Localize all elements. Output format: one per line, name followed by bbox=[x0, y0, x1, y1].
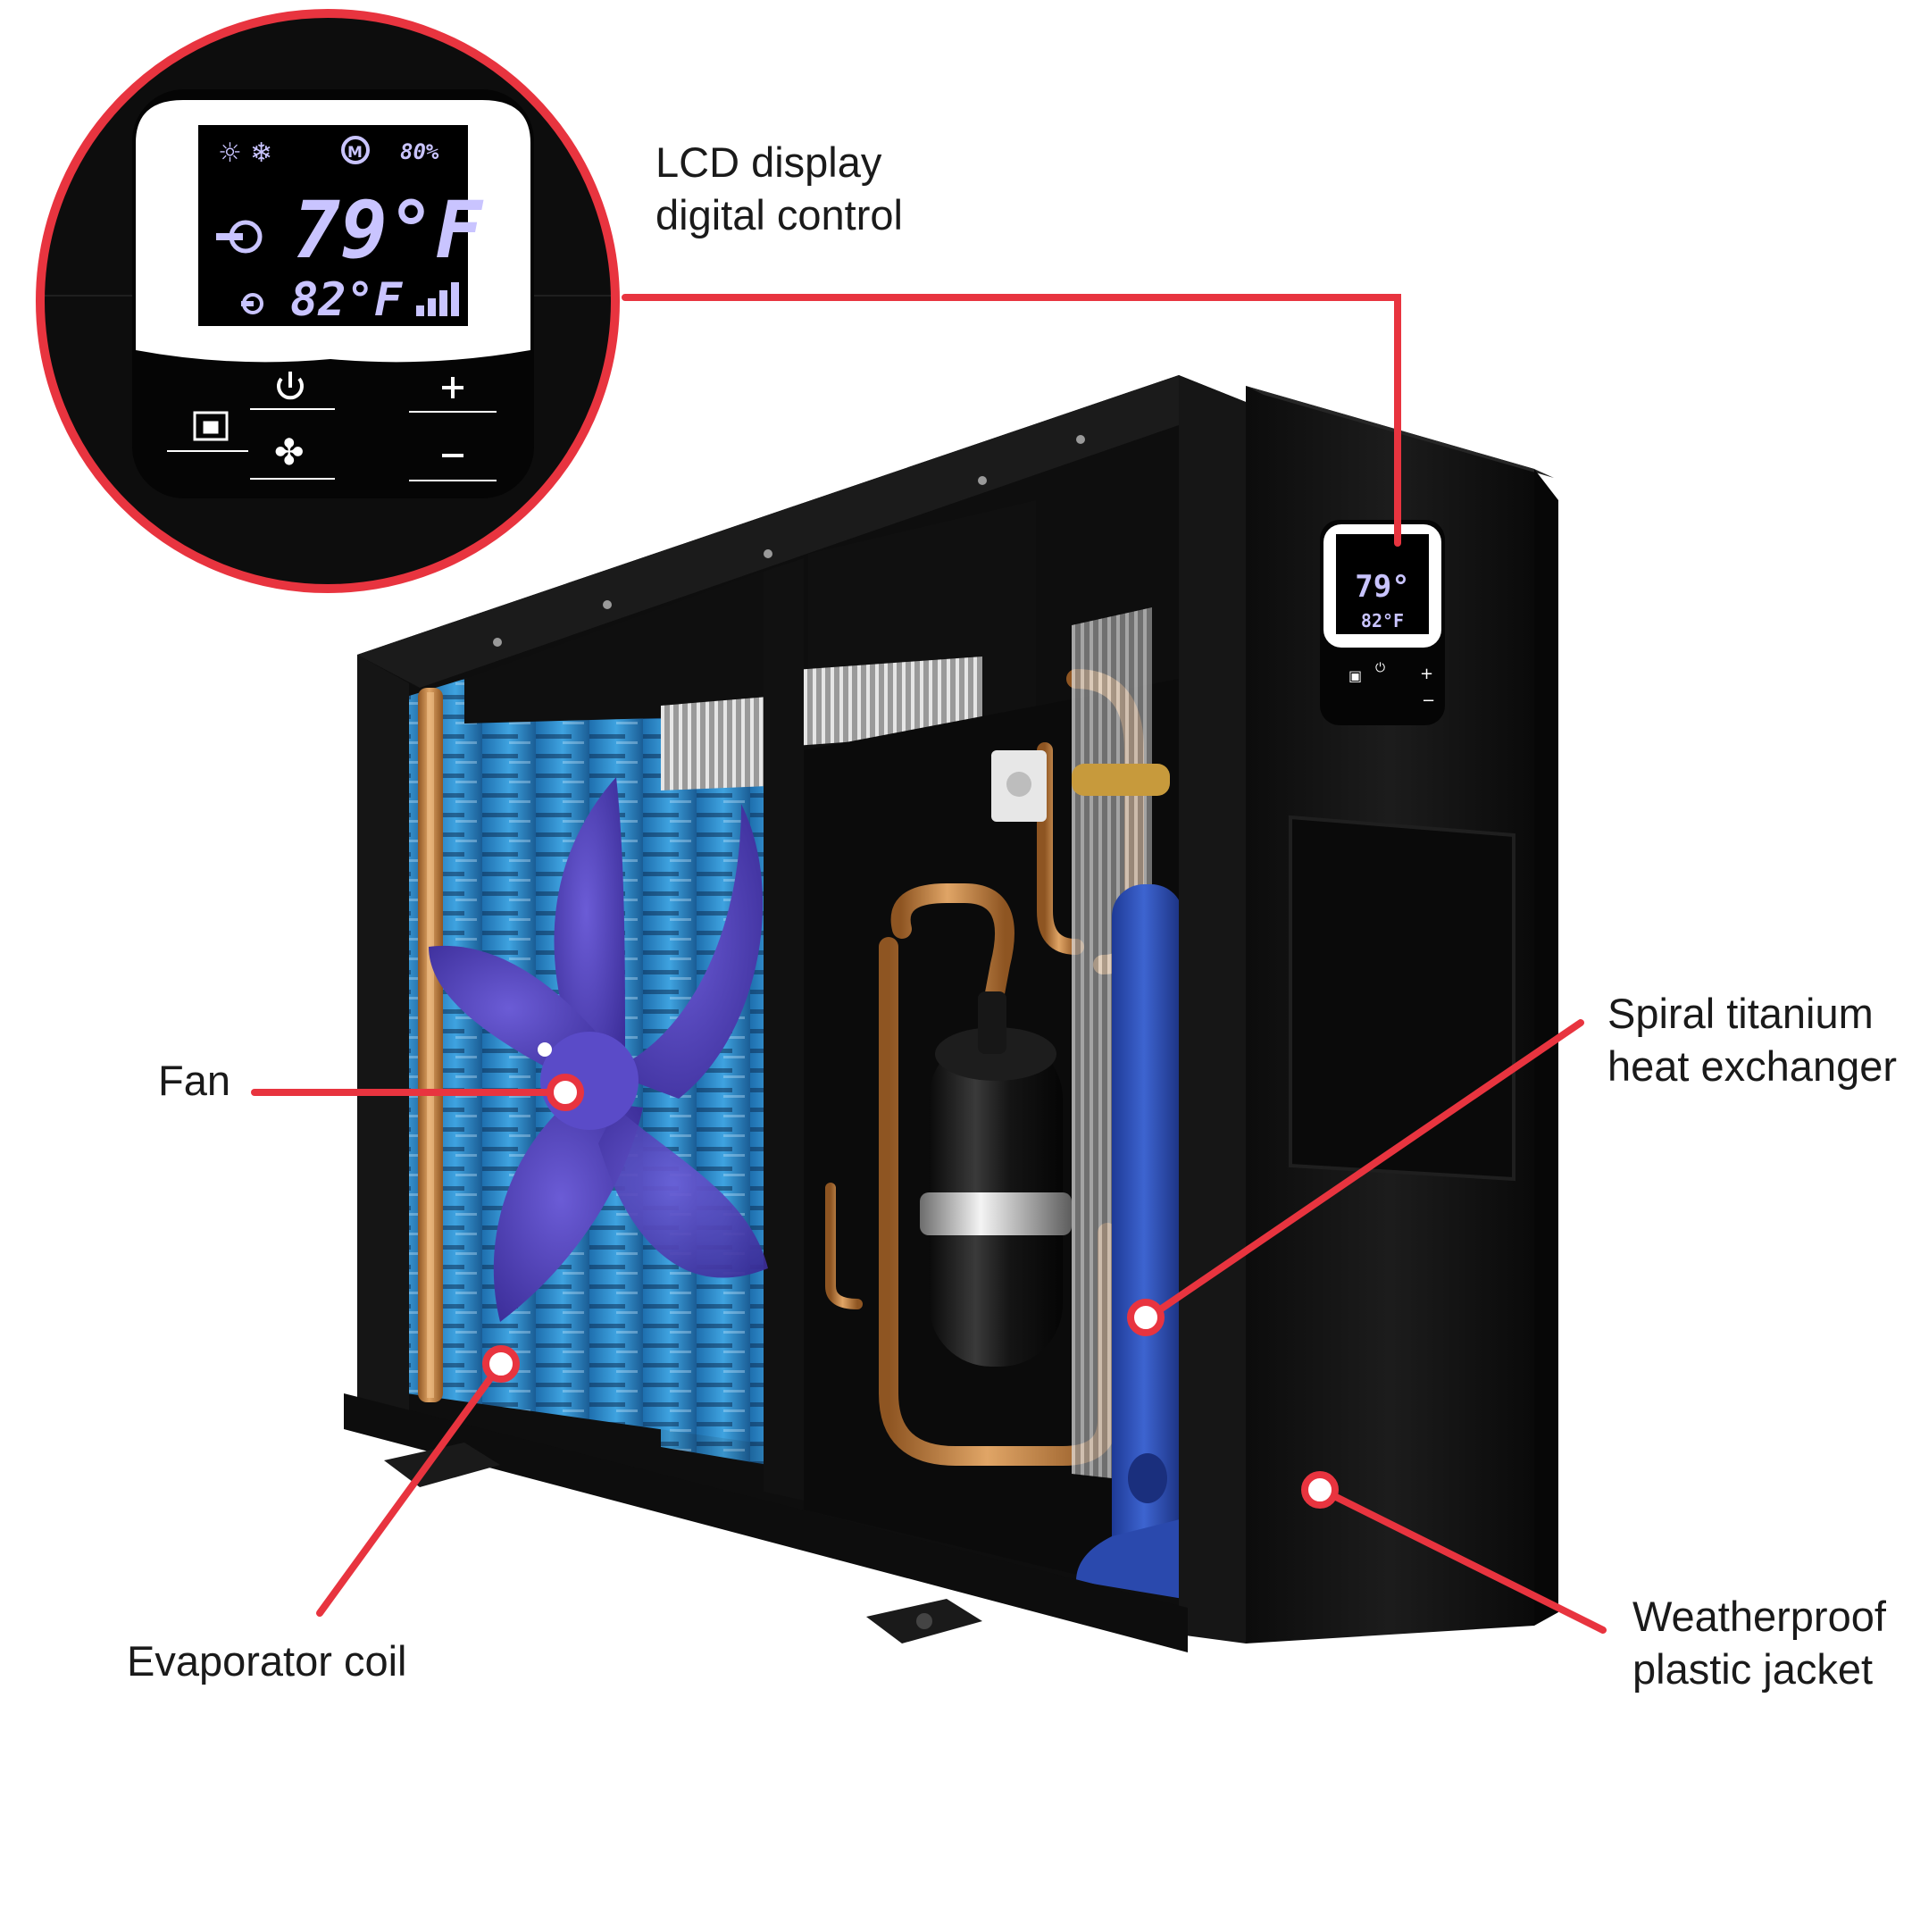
minus-button[interactable] bbox=[409, 454, 497, 481]
fan-blade-lower-right bbox=[598, 1108, 768, 1278]
sun-icon: ☼ bbox=[218, 138, 242, 169]
power-button[interactable] bbox=[250, 372, 335, 410]
coil-copper-hairpins bbox=[418, 688, 443, 1402]
heat-exchanger-label: Spiral titanium heat exchanger bbox=[1607, 987, 1897, 1092]
lcd-leader bbox=[622, 294, 1401, 547]
lock-button[interactable] bbox=[167, 411, 248, 452]
jacket-label-line1: Weatherproof bbox=[1632, 1593, 1886, 1640]
lcd-contents: ☼ ❄ M 80% 79°F 82°F bbox=[216, 136, 484, 327]
water-temperature: 82°F bbox=[290, 273, 404, 327]
jacket-label: Weatherproof plastic jacket bbox=[1632, 1590, 1886, 1695]
svg-text:79°: 79° bbox=[1355, 569, 1409, 605]
unit-lcd-screen bbox=[1336, 534, 1429, 634]
titanium-heat-exchanger bbox=[1076, 884, 1183, 1599]
signal-icon bbox=[416, 282, 459, 316]
plus-button[interactable] bbox=[409, 377, 497, 413]
snowflake-icon: ❄ bbox=[250, 138, 272, 169]
spiral-dot bbox=[1127, 1299, 1165, 1336]
svg-text:⏻: ⏻ bbox=[1375, 661, 1385, 675]
unit-control-panel: 79° 82°F ▣ ⏻ + − bbox=[1320, 520, 1445, 725]
jacket-recess bbox=[1289, 815, 1515, 1182]
display-zoom-circle: ☼ ❄ M 80% 79°F 82°F bbox=[36, 9, 620, 593]
jacket-leader bbox=[1318, 1486, 1607, 1634]
compressor bbox=[920, 991, 1072, 1367]
evaporator-label-line1: Evaporator coil bbox=[127, 1637, 407, 1685]
jacket-label-line2: plastic jacket bbox=[1632, 1645, 1874, 1693]
inlet-icon bbox=[216, 220, 263, 254]
fan bbox=[429, 777, 768, 1322]
frame-top bbox=[357, 375, 1246, 688]
control-box bbox=[464, 563, 786, 723]
spiral-label-line2: heat exchanger bbox=[1607, 1042, 1898, 1090]
evaporator-leader bbox=[316, 1367, 499, 1617]
fan-blade-top bbox=[554, 777, 625, 1076]
outlet-icon bbox=[241, 293, 263, 314]
set-temperature: 79°F bbox=[293, 184, 484, 276]
fan-button[interactable]: ✤ bbox=[250, 432, 335, 480]
foot-left bbox=[384, 1443, 500, 1487]
mode-icon bbox=[341, 136, 370, 164]
small-heat-sink bbox=[661, 697, 768, 790]
svg-text:82°F: 82°F bbox=[1361, 610, 1404, 631]
fan-blade-right bbox=[607, 804, 764, 1099]
svg-text:M: M bbox=[347, 144, 363, 162]
callout-lines bbox=[251, 294, 1607, 1634]
heat-sink bbox=[795, 657, 982, 746]
spiral-label-line1: Spiral titanium bbox=[1607, 990, 1874, 1037]
svg-text:−: − bbox=[1422, 691, 1435, 710]
jacket-dot bbox=[1301, 1471, 1339, 1509]
base-tray bbox=[344, 1393, 1188, 1652]
humidity-readout: 80% bbox=[400, 139, 439, 164]
spiral-leader bbox=[1145, 1019, 1584, 1321]
frame-right-post bbox=[1179, 375, 1246, 1643]
lcd-label-line1: LCD display bbox=[655, 138, 882, 186]
evaporator-coil-label: Evaporator coil bbox=[127, 1635, 407, 1687]
panel-buttons: ✤ bbox=[167, 372, 497, 481]
lcd-screen bbox=[198, 125, 468, 326]
heat-pump-unit: 79° 82°F ▣ ⏻ + − bbox=[344, 375, 1558, 1652]
fan-label-line1: Fan bbox=[158, 1057, 230, 1104]
frame-left-post bbox=[357, 655, 409, 1420]
frame-bolts bbox=[493, 435, 1085, 647]
fan-icon: ✤ bbox=[274, 432, 305, 473]
reversing-valve bbox=[1072, 764, 1170, 796]
lcd-label-line2: digital control bbox=[655, 191, 903, 238]
evaporator-dot bbox=[482, 1345, 520, 1383]
svg-text:▣: ▣ bbox=[1348, 667, 1362, 684]
center-divider bbox=[764, 558, 804, 1501]
svg-text:+: + bbox=[1420, 665, 1433, 683]
callout-dots bbox=[482, 1074, 1339, 1509]
fan-label: Fan bbox=[158, 1054, 230, 1107]
zoom-circle-ring bbox=[36, 9, 620, 593]
fan-dot bbox=[547, 1074, 584, 1111]
lcd-display-label: LCD display digital control bbox=[655, 136, 903, 241]
